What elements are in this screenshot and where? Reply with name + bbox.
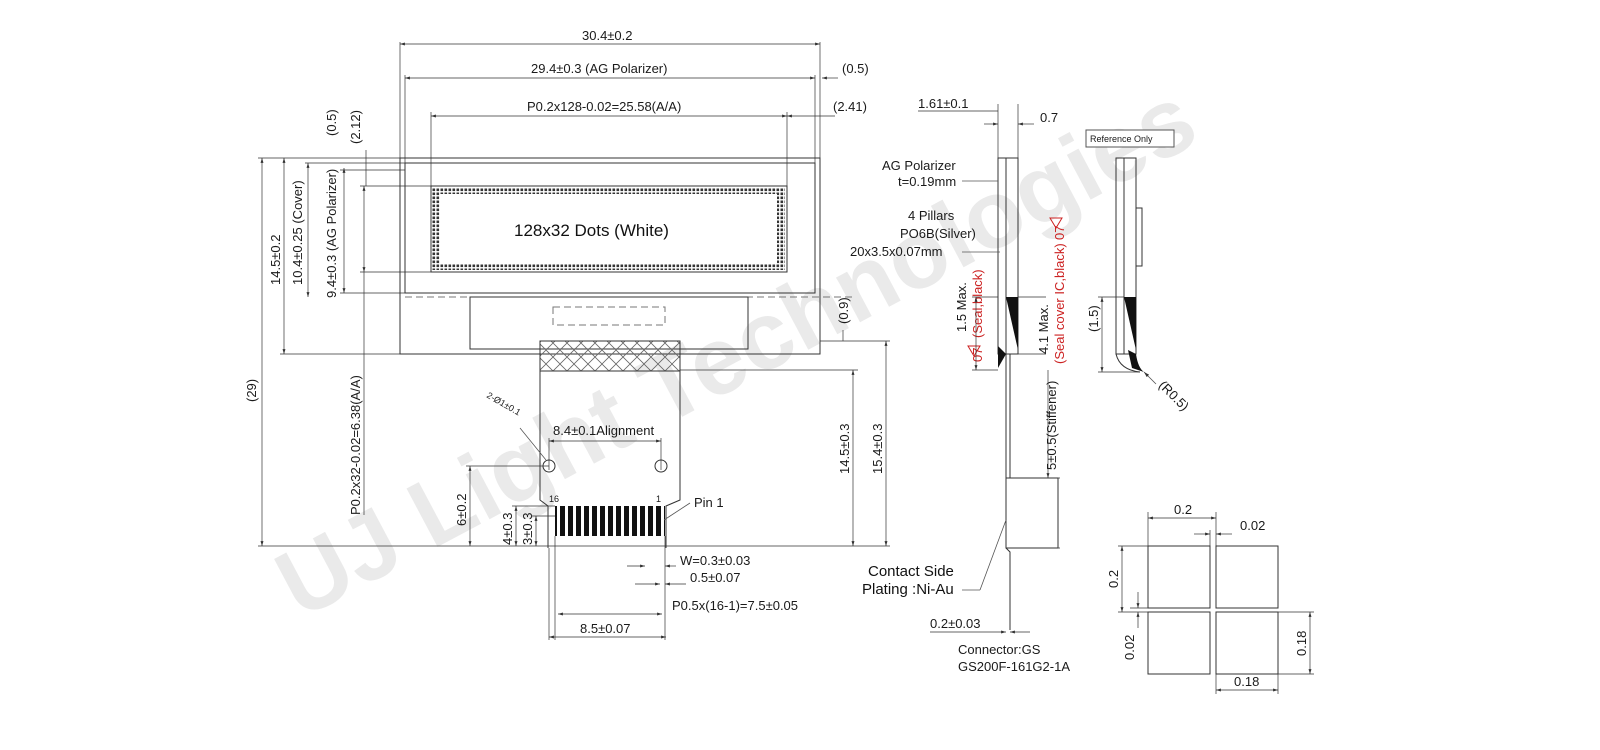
contact-side-line-1: Contact Side — [868, 563, 954, 580]
tri-07-a-label: 07 — [970, 348, 985, 362]
seal-cover-max-label: 4.1 Max. — [1036, 304, 1051, 354]
pin-pitch-label: 0.5±0.07 — [690, 570, 741, 585]
pin-width-label: W=0.3±0.03 — [680, 553, 750, 568]
red-triangle-b — [1049, 217, 1063, 229]
pillars-line-3: 20x3.5x0.07mm — [850, 244, 943, 259]
fpc-length-1-label: 14.5±0.3 — [837, 423, 852, 474]
alignment-holes-leader — [519, 427, 547, 461]
fpc-thickness-label: 0.2±0.03 — [930, 616, 981, 631]
offset-right-1-label: (0.5) — [842, 61, 869, 76]
ref-bend — [1115, 353, 1141, 373]
side-tft-glass — [1005, 157, 1019, 355]
cover-outer-height-label: 14.5±0.2 — [268, 234, 283, 285]
pixel-tr — [1215, 545, 1279, 609]
fpc-length-2-label: 15.4±0.3 — [870, 423, 885, 474]
pixel-detail: 0.2 0.02 0.2 0.02 0.18 0.18 — [1106, 502, 1314, 694]
ref-polarizer — [1135, 207, 1143, 267]
pixel-size-b-label: 0.18 — [1234, 674, 1259, 689]
pin-1-label: Pin 1 — [694, 495, 724, 510]
pixel-gap-w-label: 0.02 — [1240, 518, 1265, 533]
dim-3-label: 3±0.3 — [520, 513, 535, 545]
polarizer-label: AG Polarizer — [882, 158, 956, 173]
side-fpc — [1005, 354, 1011, 630]
cover-height-label: 10.4±0.25 (Cover) — [290, 180, 305, 285]
pin-16-number: 16 — [549, 494, 559, 504]
side-seal-black — [1006, 297, 1018, 350]
pixel-gap-h-label: 0.02 — [1122, 635, 1137, 660]
pillars-line-2: PO6B(Silver) — [900, 226, 976, 241]
offset-top-1-label: (0.5) — [324, 109, 339, 136]
ref-radius-label: (R0.5) — [1156, 378, 1192, 414]
front-view: 128x32 Dots (White) 16 1 Pin 1 30.4±0.2 … — [244, 28, 890, 640]
reference-badge-label: Reference Only — [1090, 134, 1153, 144]
thickness-1-label: 1.61±0.1 — [918, 96, 969, 111]
dim-4-label: 4±0.3 — [500, 513, 515, 545]
ref-bend-black — [1128, 350, 1144, 372]
offset-right-2-label: (2.41) — [833, 99, 867, 114]
polarizer-outline — [404, 162, 816, 294]
thickness-2-label: 0.7 — [1040, 110, 1058, 125]
side-seal-black-lower — [998, 346, 1006, 368]
reference-badge — [1085, 129, 1175, 148]
pixel-size-w-label: 0.2 — [1174, 502, 1192, 517]
dim-6-label: 6±0.2 — [454, 494, 469, 526]
pin-total-pitch-label: P0.5x(16-1)=7.5±0.05 — [672, 598, 798, 613]
polarizer-height-label: 9.4±0.3 (AG Polarizer) — [324, 169, 339, 298]
ref-1-5-label: (1.5) — [1086, 305, 1101, 332]
pillars-line-1: 4 Pillars — [908, 208, 955, 223]
fpc-hatch — [539, 340, 681, 372]
contact-side-line-2: Plating :Ni-Au — [862, 581, 954, 598]
side-stiffener — [1005, 477, 1059, 549]
polarizer-thickness-label: t=0.19mm — [898, 174, 956, 189]
finger-width-label: 8.5±0.07 — [580, 621, 631, 636]
ref-seal-black — [1124, 297, 1136, 350]
contact-side-leader — [979, 519, 1007, 591]
overall-width-label: 30.4±0.2 — [582, 28, 633, 43]
ic-outline — [552, 306, 666, 326]
alignment-pitch-label: 8.4±0.1Alignment — [553, 423, 654, 438]
polarizer-width-label: 29.4±0.3 (AG Polarizer) — [531, 61, 667, 76]
pixel-size-h-label: 0.2 — [1106, 570, 1121, 588]
gap-label: (0.9) — [836, 297, 851, 324]
pin-1-leader — [663, 502, 691, 521]
active-area-height-label: P0.2x32-0.02=6.38(A/A) — [348, 375, 363, 515]
pixel-size-r-label: 0.18 — [1294, 631, 1309, 656]
tri-07-b-label: 07 — [1052, 226, 1067, 240]
connector-line-2: GS200F-161G2-1A — [958, 659, 1070, 674]
display-label: 128x32 Dots (White) — [514, 221, 669, 240]
seal-note-label: (Seal,black) — [970, 269, 985, 338]
pixel-bl — [1147, 611, 1211, 675]
pixel-br — [1215, 611, 1279, 675]
seal-max-label: 1.5 Max. — [954, 282, 969, 332]
pin-1-number: 1 — [656, 494, 661, 504]
offset-top-2-label: (2.12) — [348, 110, 363, 144]
overall-height-label: (29) — [244, 379, 259, 402]
active-area-width-label: P0.2x128-0.02=25.58(A/A) — [527, 99, 681, 114]
pixel-tl — [1147, 545, 1211, 609]
seal-cover-note-label: (Seal cover IC,black) — [1052, 243, 1067, 364]
active-area-inner — [440, 194, 777, 264]
stiffener-label: 5±0.5(Stiffener) — [1044, 381, 1059, 470]
side-view: 1.61±0.1 0.7 5±0.5(Stiffener) AG Polariz… — [850, 96, 1070, 674]
viewing-area — [430, 185, 788, 273]
fpc-outline — [539, 371, 681, 548]
connector-pins — [555, 506, 665, 536]
connector-line-1: Connector:GS — [958, 642, 1041, 657]
